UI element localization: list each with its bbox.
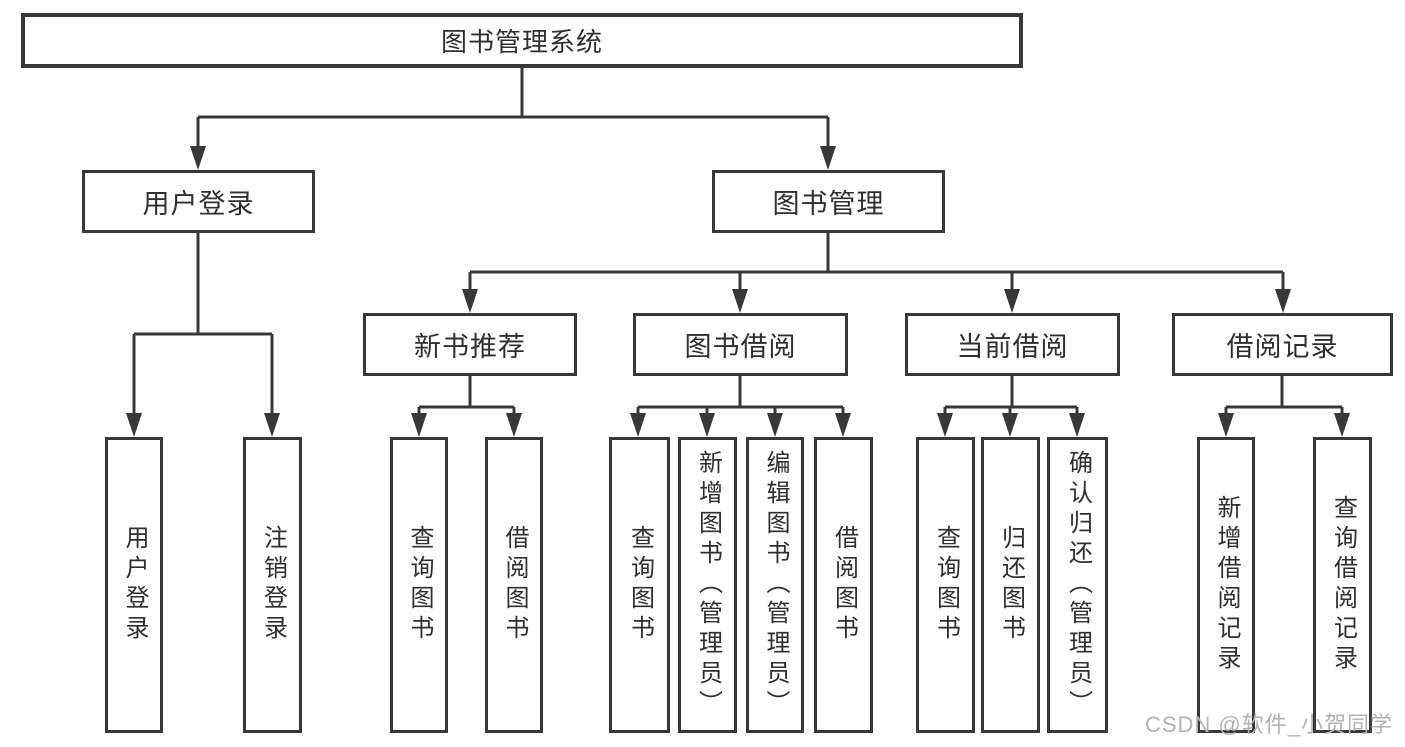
connector-root-to-level2 [196, 68, 830, 148]
leaf-current-return-books: 归还图书 [981, 437, 1040, 733]
arrow-down-icon [1002, 413, 1018, 437]
node-current-borrowing: 当前借阅 [905, 313, 1120, 376]
node-new-book-recommend: 新书推荐 [363, 313, 577, 376]
arrow-down-icon [411, 413, 427, 437]
leaf-user-login-label: 用户登录 [121, 525, 148, 645]
node-borrow-records: 借阅记录 [1172, 313, 1393, 376]
leaf-newbooks-query-books-label: 查询图书 [406, 525, 433, 645]
leaf-current-return-books-label: 归还图书 [997, 525, 1025, 645]
arrow-down-icon [767, 413, 783, 437]
arrow-down-icon [190, 146, 206, 170]
leaf-borrowing-edit-books-admin: 编辑图书（管理员） [746, 437, 804, 733]
leaf-borrowing-query-books-label: 查询图书 [626, 525, 654, 645]
arrow-down-icon [264, 413, 280, 437]
node-new-book-recommend-label: 新书推荐 [414, 332, 526, 362]
arrow-down-icon [699, 413, 715, 437]
arrow-down-icon [1218, 413, 1234, 437]
connector-new-book-recommend-to-children [417, 376, 516, 415]
leaf-borrowing-borrow-books-label: 借阅图书 [830, 525, 858, 645]
arrow-down-icon [462, 289, 478, 313]
root-node-label: 图书管理系统 [440, 27, 603, 57]
arrow-down-icon [630, 413, 646, 437]
leaf-logout-label: 注销登录 [259, 525, 287, 645]
leaf-user-login: 用户登录 [105, 437, 163, 733]
leaf-borrowing-edit-books-admin-label: 编辑图书（管理员） [762, 450, 789, 720]
leaf-borrowing-add-books-admin-label: 新增图书（管理员） [694, 450, 722, 720]
arrow-down-icon [1275, 289, 1291, 313]
node-book-borrowing: 图书借阅 [633, 313, 848, 376]
node-book-management: 图书管理 [712, 170, 945, 233]
node-user-login: 用户登录 [82, 170, 315, 233]
connector-current-borrowing-to-children [943, 376, 1079, 415]
arrow-down-icon [126, 413, 142, 437]
leaf-borrowing-query-books: 查询图书 [609, 437, 670, 733]
arrow-down-icon [1334, 413, 1350, 437]
leaf-records-query-borrow-record-label: 查询借阅记录 [1329, 495, 1357, 675]
root-node: 图书管理系统 [21, 13, 1023, 68]
leaf-newbooks-query-books: 查询图书 [390, 437, 448, 733]
leaf-borrowing-borrow-books: 借阅图书 [814, 437, 873, 733]
arrow-down-icon [506, 413, 522, 437]
connector-book-management-to-children [468, 233, 1285, 291]
arrow-down-icon [1069, 413, 1085, 437]
leaf-current-confirm-return-admin-label: 确认归还（管理员） [1064, 450, 1092, 720]
watermark-text: CSDN @软件_小贺同学 [1144, 712, 1393, 737]
leaf-newbooks-borrow-books: 借阅图书 [485, 437, 543, 733]
connector-user-login-to-children [132, 233, 274, 415]
leaf-current-query-books: 查询图书 [916, 437, 975, 733]
arrow-down-icon [1004, 289, 1020, 313]
leaf-records-add-borrow-record-label: 新增借阅记录 [1213, 495, 1240, 675]
leaf-records-add-borrow-record: 新增借阅记录 [1197, 437, 1255, 733]
node-book-management-label: 图书管理 [772, 189, 885, 219]
node-book-borrowing-label: 图书借阅 [684, 332, 797, 362]
node-current-borrowing-label: 当前借阅 [956, 332, 1069, 362]
arrow-down-icon [820, 146, 836, 170]
arrow-down-icon [937, 413, 953, 437]
leaf-borrowing-add-books-admin: 新增图书（管理员） [678, 437, 737, 733]
leaf-current-confirm-return-admin: 确认归还（管理员） [1047, 437, 1108, 733]
arrow-down-icon [835, 413, 851, 437]
node-borrow-records-label: 借阅记录 [1226, 332, 1339, 362]
node-user-login-label: 用户登录 [142, 189, 255, 219]
connector-book-borrowing-to-children [636, 376, 845, 415]
leaf-newbooks-borrow-books-label: 借阅图书 [501, 525, 528, 645]
arrowheads [126, 146, 1350, 437]
leaf-records-query-borrow-record: 查询借阅记录 [1313, 437, 1372, 733]
leaf-logout: 注销登录 [243, 437, 302, 733]
arrow-down-icon [732, 289, 748, 313]
connector-borrow-records-to-children [1224, 376, 1344, 415]
leaf-current-query-books-label: 查询图书 [932, 525, 960, 645]
